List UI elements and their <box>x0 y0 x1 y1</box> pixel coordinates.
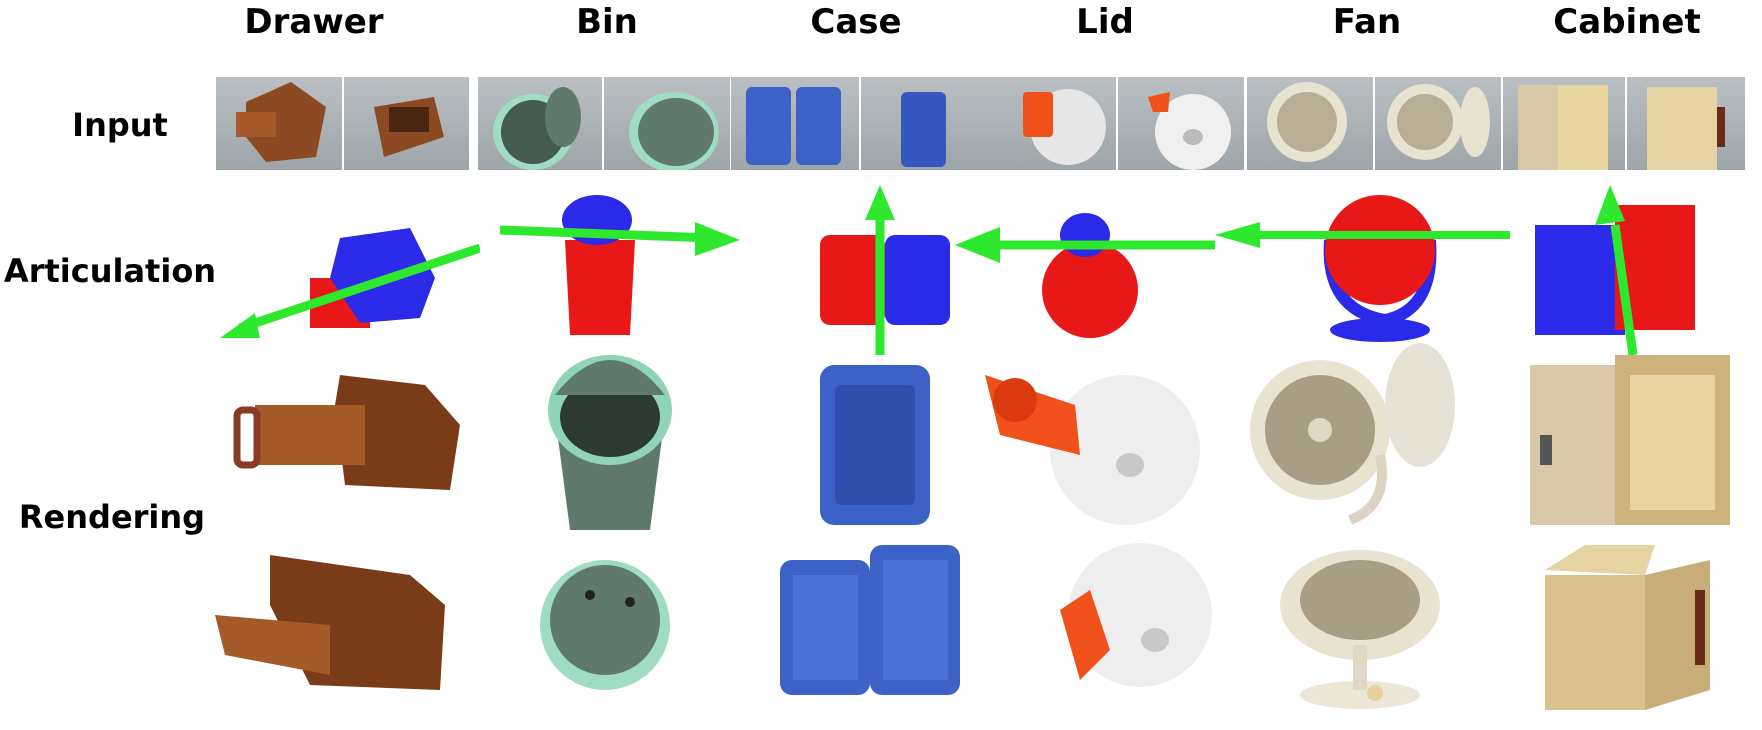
column-header-fan: Fan <box>1332 2 1402 42</box>
rendering-bin-1 <box>535 335 685 535</box>
column-header-drawer: Drawer <box>244 2 384 42</box>
rendering-bin-2 <box>530 540 690 700</box>
input-photo-fan-1 <box>1247 77 1373 170</box>
articulation-cabinet <box>1525 185 1705 355</box>
input-photo-cabinet-1 <box>1503 77 1625 170</box>
rendering-lid-2 <box>1045 530 1215 695</box>
row-label-input: Input <box>72 106 168 144</box>
column-header-bin: Bin <box>576 2 638 42</box>
rendering-fan-2 <box>1265 525 1455 715</box>
rendering-cabinet-1 <box>1520 345 1740 530</box>
rendering-drawer-2 <box>210 545 460 695</box>
rendering-lid-1 <box>980 355 1220 530</box>
input-photo-drawer-1 <box>216 77 342 170</box>
column-header-lid: Lid <box>1076 2 1134 42</box>
articulation-bin <box>495 190 745 340</box>
rendering-case-2 <box>775 540 965 700</box>
articulation-drawer <box>210 218 480 348</box>
input-photo-cabinet-2 <box>1627 77 1745 170</box>
input-photo-case-2 <box>861 77 989 170</box>
row-label-rendering: Rendering <box>18 498 206 536</box>
rendering-cabinet-2 <box>1525 540 1725 715</box>
input-photo-drawer-2 <box>344 77 469 170</box>
articulation-lid <box>955 205 1215 340</box>
input-photo-lid-2 <box>1118 77 1244 170</box>
input-photo-lid-1 <box>988 77 1116 170</box>
input-photo-bin-2 <box>604 77 730 170</box>
input-photo-fan-2 <box>1375 77 1501 170</box>
input-photo-bin-1 <box>478 77 602 170</box>
rendering-drawer-1 <box>225 365 465 495</box>
rendering-case-1 <box>790 350 960 530</box>
rendering-fan-1 <box>1240 335 1460 530</box>
articulation-fan <box>1215 180 1510 345</box>
column-header-case: Case <box>810 2 902 42</box>
articulation-case <box>815 185 955 355</box>
input-photo-case-1 <box>731 77 859 170</box>
column-header-cabinet: Cabinet <box>1553 2 1701 42</box>
row-label-articulation: Articulation <box>3 252 217 290</box>
